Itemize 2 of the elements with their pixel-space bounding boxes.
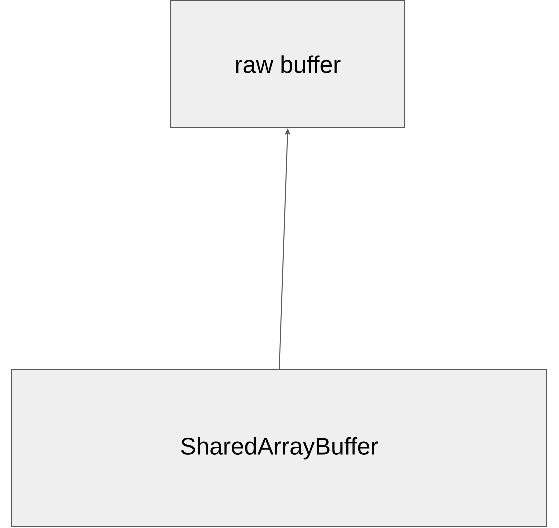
process-box: SharedArrayBuffer — [12, 370, 548, 528]
process-box: raw buffer — [170, 0, 406, 128]
